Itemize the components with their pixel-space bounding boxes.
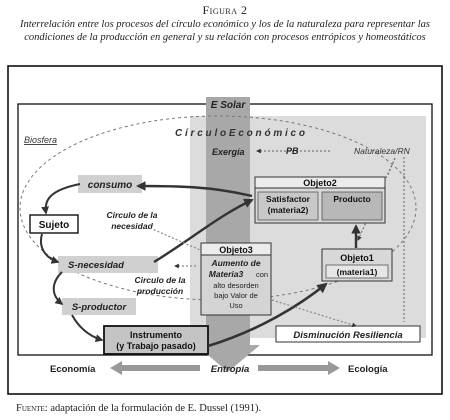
objeto3-header [200, 242, 272, 256]
aumento-label-5: Uso [229, 301, 242, 310]
materia1-label: (materia1) [337, 267, 378, 277]
snecesidad-to-sproductor-arrow [52, 271, 64, 306]
objeto2-label: Objeto2 [303, 178, 337, 188]
sujeto-label: Sujeto [39, 220, 70, 231]
objeto3-to-resiliencia-arrow [271, 299, 357, 328]
producto-box [321, 191, 383, 221]
objeto2-header [254, 176, 386, 189]
necesidad-dotted-line [149, 227, 201, 251]
aumento-label-2: Materia3 [209, 269, 244, 279]
s-productor-box [62, 298, 136, 315]
instrumento-label-1: Instrumento [130, 330, 183, 340]
snecesidad-to-satisfactor-arrow [153, 198, 254, 264]
satisfactor-label-1: Satisfactor [266, 194, 311, 204]
satisfactor-to-consumo-arrow [136, 181, 253, 198]
circulo-necesidad-label-2: necesidad [111, 221, 153, 231]
nature-to-objeto2-line [387, 157, 396, 176]
s-necesidad-label: S-necesidad [68, 260, 124, 271]
naturaleza-label: Naturaleza/RN [354, 146, 411, 156]
disminucion-label: Disminución Resiliencia [293, 330, 402, 341]
pb-label: PB [286, 146, 299, 156]
disminucion-box [275, 325, 421, 343]
instrumento-label-2: (y Trabajo pasado) [116, 341, 196, 351]
consumo-label: consumo [88, 180, 132, 191]
ecologia-label: Ecología [348, 364, 388, 375]
circulo-economico-label: C í r c u l o E c o n ó m i c o [175, 128, 305, 139]
entropia-label: Entropía [211, 364, 250, 375]
satisfactor-label-2: (materia2) [268, 205, 309, 215]
instrumento-to-objeto1-arrow [207, 282, 328, 348]
aumento-label-4: bajo Valor de [214, 291, 258, 300]
s-productor-label: S-productor [72, 302, 128, 313]
s-necesidad-box [58, 256, 158, 273]
figure-caption: Interrelación entre los procesos del cír… [19, 19, 430, 43]
figure-title: Figura 2 [202, 3, 248, 17]
aumento-label-1: Aumento de [210, 258, 260, 268]
source-label: Fuente [16, 403, 45, 414]
sproductor-to-instrumento-arrow [71, 314, 104, 343]
economia-label: Economía [50, 364, 96, 375]
entropy-right-arrow [258, 361, 340, 375]
exergia-label: Exergía [212, 147, 245, 157]
circulo-produccion-label-1: Circulo de la [134, 275, 185, 285]
producto-label: Producto [333, 194, 370, 204]
source-text: : adaptación de la formulación de E. Dus… [44, 403, 262, 414]
e-solar-label: E Solar [211, 100, 247, 111]
materia1-box [325, 264, 389, 279]
biosfera-label: Biosfera [24, 135, 57, 145]
circulo-produccion-label-2: producción [136, 286, 183, 296]
sujeto-box [29, 214, 79, 234]
objeto3-label: Objeto3 [219, 245, 253, 255]
consumo-to-sujeto-arrow [41, 183, 81, 215]
source-note: Fuente: adaptación de la formulación de … [16, 403, 261, 414]
sujeto-to-snecesidad-arrow [40, 233, 60, 264]
satisfactor-box [257, 191, 319, 221]
entropy-left-arrow [110, 361, 200, 375]
aumento-label-3: alto desorden [213, 281, 258, 290]
instrumento-box [103, 325, 209, 355]
aumento-con-label: con [256, 270, 268, 279]
objeto1-label: Objeto1 [340, 253, 374, 263]
consumo-box [78, 175, 142, 193]
circulo-necesidad-label-1: Circulo de la [106, 210, 157, 220]
